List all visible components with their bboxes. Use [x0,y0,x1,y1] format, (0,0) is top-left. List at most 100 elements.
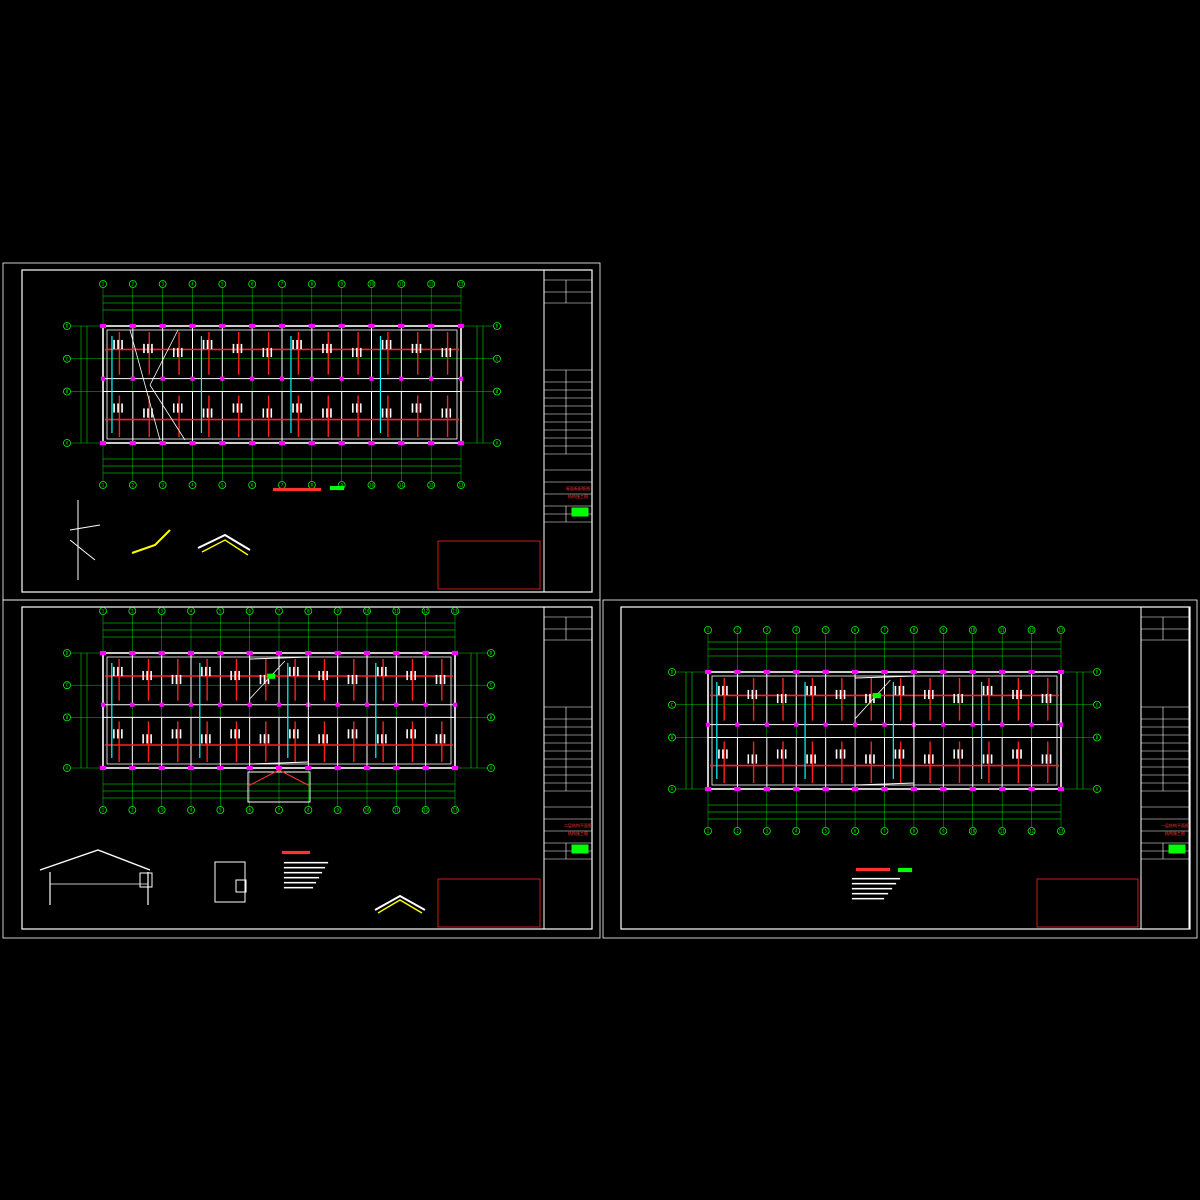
axis-label-right: B [496,389,499,394]
axis-bubble-bottom [158,481,167,489]
rebar-mark [210,339,213,350]
rebar-mark [175,674,178,685]
sheet-title-sub: 二层结构平面图 [564,822,592,828]
rebar-mark [351,347,354,358]
rebar-mark [780,693,783,704]
rebar-mark [726,749,728,759]
column-magenta [99,323,107,329]
column-magenta [458,376,464,381]
axis-label-bottom: 6 [251,483,254,488]
rebar-mark [179,674,182,685]
column-magenta [188,702,194,707]
rebar-mark [923,754,926,764]
rebar-mark [330,408,332,418]
rebar-mark [902,749,905,759]
axis-bubble-right [493,439,501,447]
rebar-mark [351,729,354,739]
rebar-mark [326,343,328,354]
rebar-mark [318,734,320,744]
column-magenta [704,669,712,675]
column-magenta [246,765,253,771]
rebar-mark [411,403,414,413]
axis-label-bottom: 11 [394,808,399,813]
column-magenta [129,440,136,446]
axis-label-bottom: 2 [131,808,134,813]
rebar-mark [385,666,387,677]
axis-label-right: B [490,715,493,720]
rebar-mark [289,729,291,739]
axis-label-top: 3 [160,609,163,614]
rebar-mark [381,408,384,418]
rebar-mark [322,734,324,744]
axis-label-right: C [1096,702,1099,707]
rebar-mark [1045,693,1048,704]
axis-bubble-bottom [821,827,830,835]
column-magenta [793,669,800,675]
column-magenta [822,669,829,675]
axis-bubble-bottom [248,481,257,489]
sheet-title-label: 结构施工图 [568,493,588,499]
rebar-mark [381,339,384,350]
rebar-mark [201,666,203,677]
column-magenta [275,650,283,656]
axis-label-top: 8 [913,628,916,633]
axis-label-top: 12 [429,282,434,287]
column-magenta [882,722,887,727]
axis-bubble-bottom [998,827,1007,835]
rebar-mark [201,734,203,744]
axis-bubble-bottom [939,827,948,835]
axis-bubble-bottom [157,806,166,814]
rebar-mark [113,666,115,677]
rebar-mark [843,749,846,759]
column-magenta [187,650,195,656]
rebar-mark [747,689,750,700]
rebar-mark [209,734,211,744]
rebar-mark [171,729,174,739]
title-block [1140,606,1190,930]
title-block [543,606,593,930]
axis-label-bottom: 9 [336,808,339,813]
axis-label-bottom: 10 [369,483,374,488]
axis-bubble-bottom [851,827,859,835]
axis-label-left: C [671,702,674,707]
rebar-mark [355,729,358,739]
column-magenta [452,702,458,707]
rebar-mark [441,347,444,358]
rebar-mark [1020,689,1022,700]
rebar-mark [414,729,416,739]
rebar-mark [385,734,387,744]
axis-bubble-top [792,626,801,634]
rebar-mark [865,693,867,704]
rebar-mark [385,408,388,418]
axis-label-bottom: 4 [190,808,193,813]
axis-bubble-right [1093,785,1101,793]
axis-label-top: 5 [219,609,222,614]
column-magenta [129,765,136,771]
column-magenta [794,722,799,727]
column-magenta [129,650,136,656]
red-revision-box [1036,878,1139,928]
rebar-mark [902,685,905,696]
axis-bubble-bottom [392,806,401,814]
column-magenta [158,650,165,656]
axis-bubble-top [278,280,286,288]
stair-diagonal [854,679,891,720]
rebar-mark [381,666,383,677]
axis-label-left: B [671,735,674,740]
rebar-mark [175,729,178,739]
axis-label-bottom: 4 [795,829,798,834]
column-magenta [246,650,253,656]
axis-bubble-top [99,607,107,615]
caption-underline [855,867,891,872]
sheet-title-sub: 一层结构平面图 [1161,822,1189,828]
axis-bubble-bottom [367,481,376,489]
rebar-mark [986,685,989,696]
rebar-mark [865,754,867,764]
rebar-mark [292,339,294,350]
axis-label-top: 10 [365,609,370,614]
rebar-mark [147,408,149,418]
rebar-mark [726,685,728,696]
column-magenta [275,765,283,771]
rebar-mark [351,403,354,413]
axis-label-top: 12 [423,609,428,614]
